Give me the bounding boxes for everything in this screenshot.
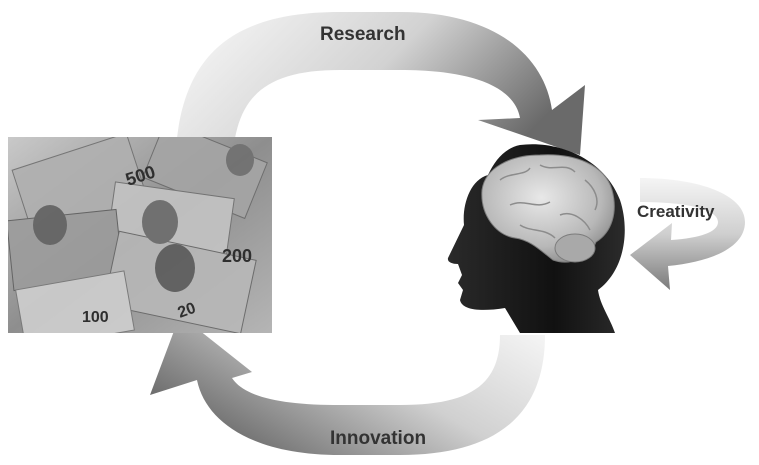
research-label: Research [320, 24, 406, 45]
banknote-20-text: 20 [176, 300, 199, 322]
creativity-label: Creativity [637, 202, 715, 221]
banknote-200-text: 200 [222, 246, 252, 266]
banknote-100-text: 100 [82, 309, 109, 326]
brain-image [481, 154, 615, 263]
creativity-arrow [630, 178, 745, 290]
money-photo: 500 200 100 20 [8, 137, 272, 333]
research-arrow [175, 12, 585, 175]
innovation-arrow [150, 315, 545, 455]
innovation-label: Innovation [330, 428, 427, 449]
